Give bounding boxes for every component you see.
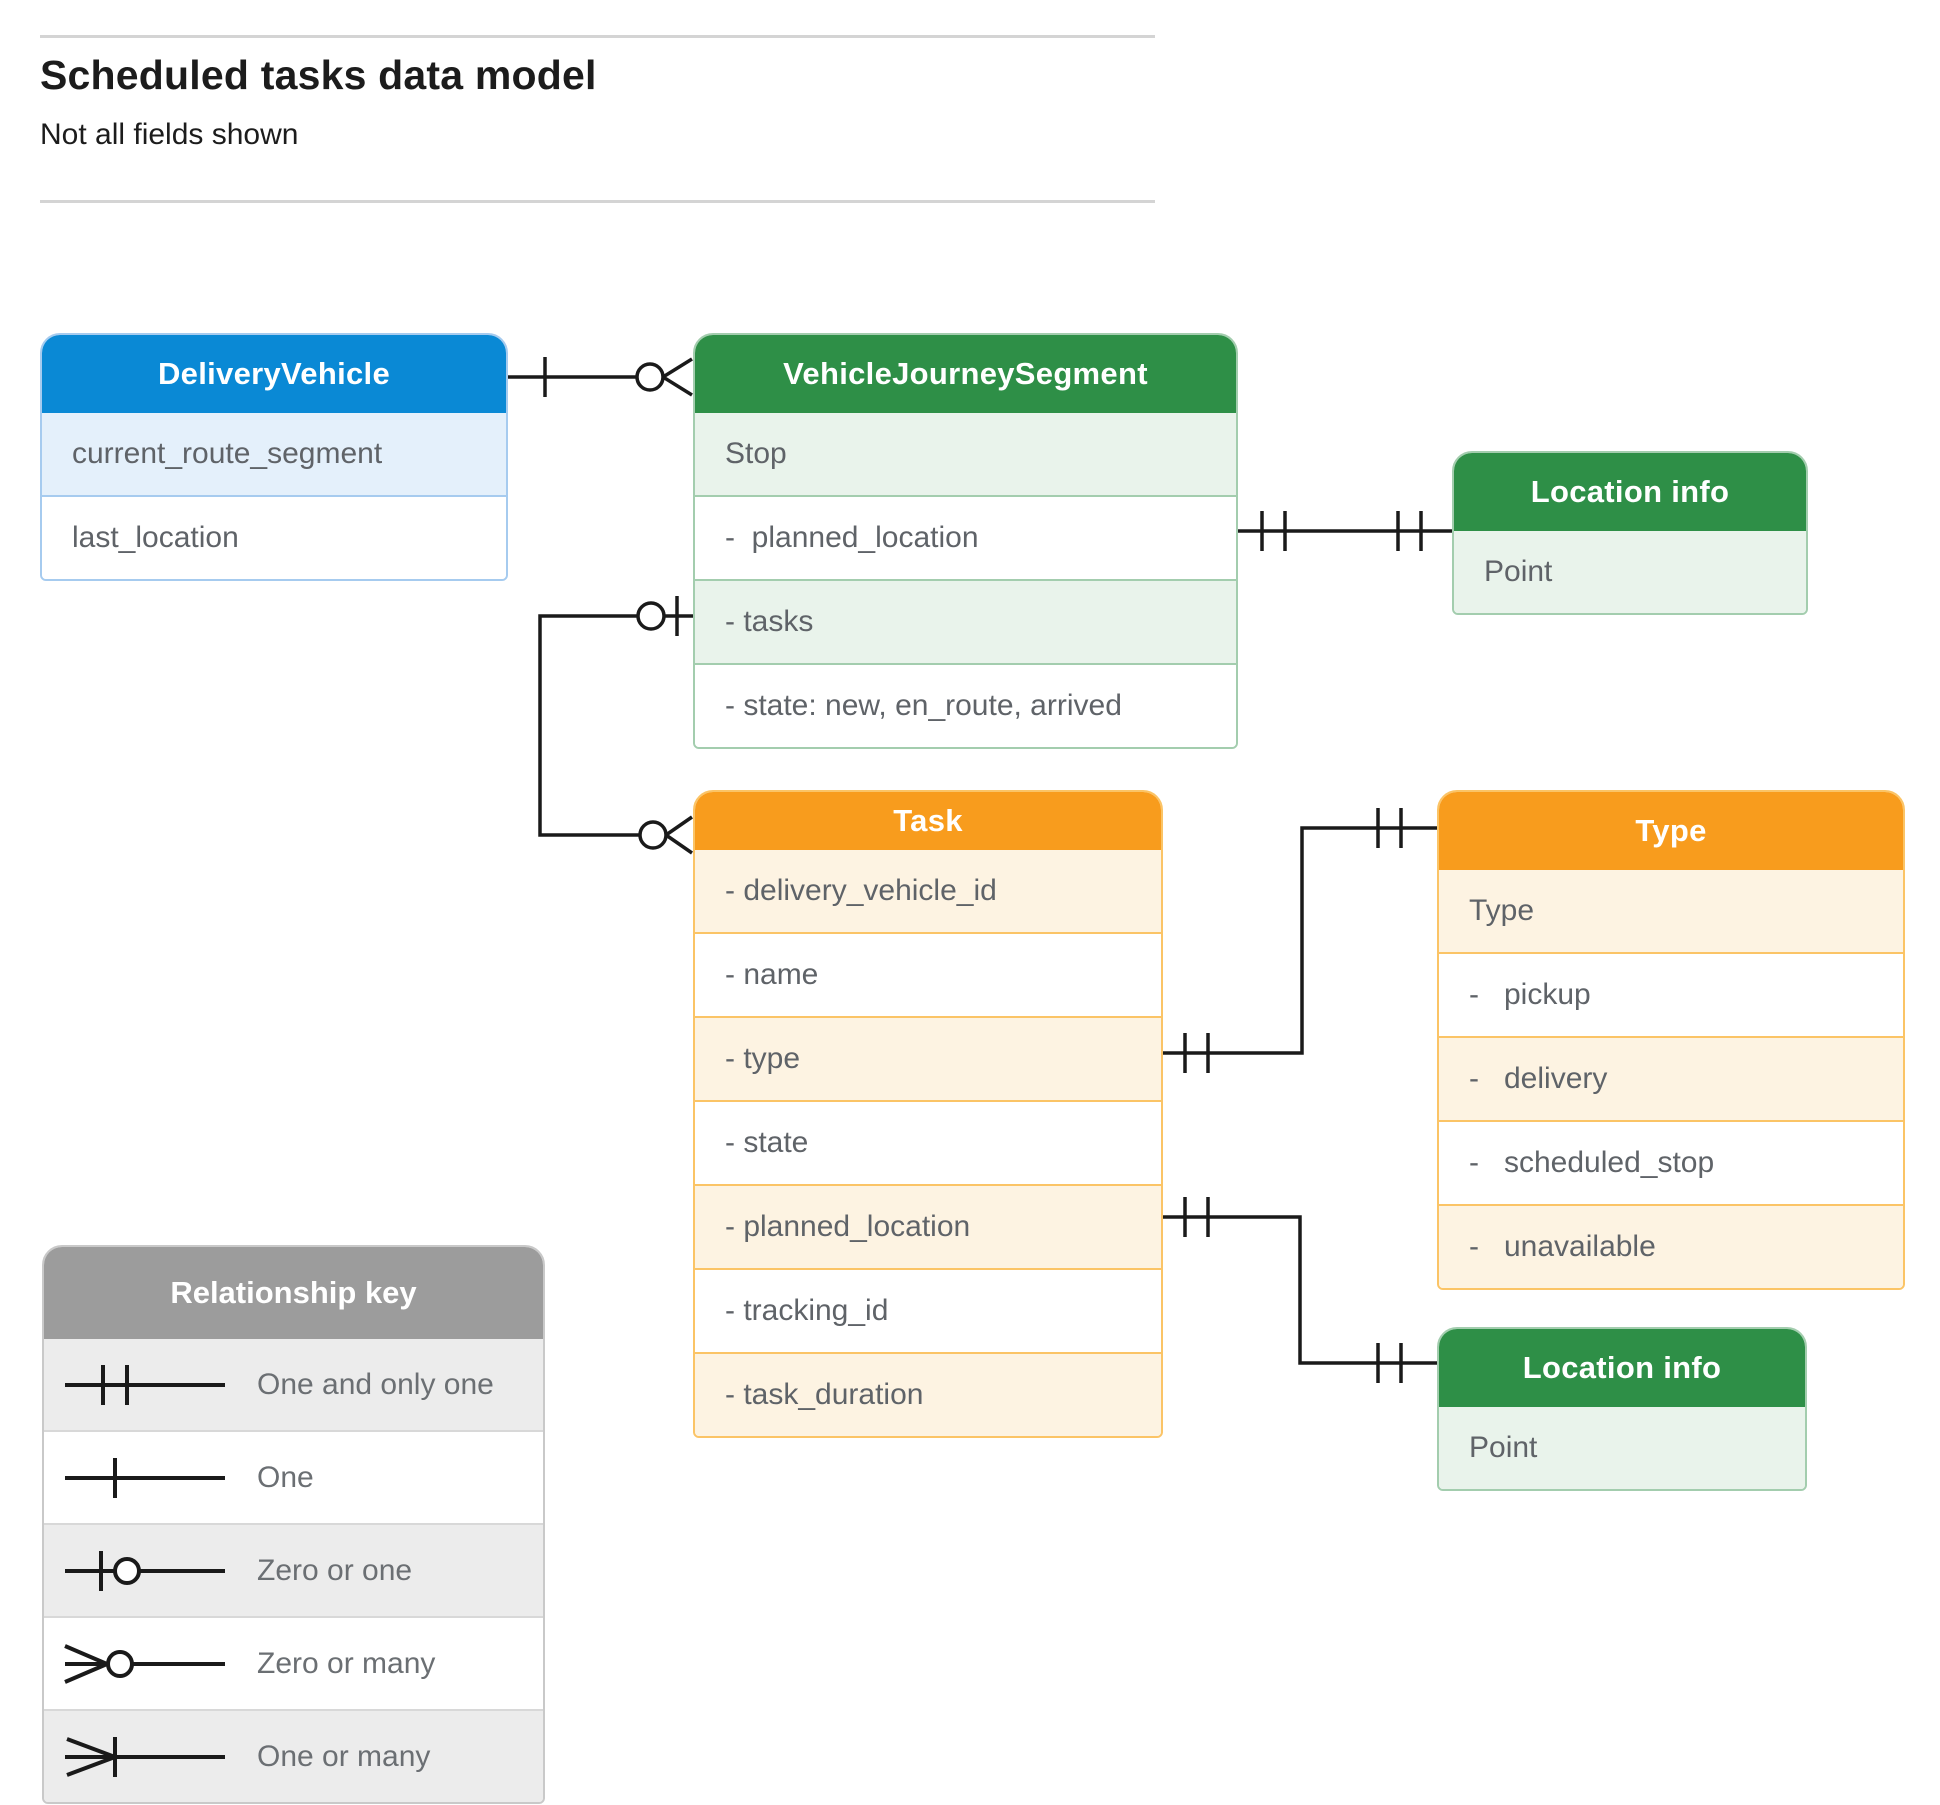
field-pickup: - pickup	[1439, 952, 1903, 1036]
header-divider	[40, 200, 1155, 203]
top-divider	[40, 35, 1155, 38]
legend-label: One	[257, 1460, 314, 1494]
relationship-key-title: Relationship key	[44, 1247, 543, 1339]
field-delivery-vehicle-id: - delivery_vehicle_id	[695, 850, 1161, 932]
field-unavailable: - unavailable	[1439, 1204, 1903, 1288]
connector-task-plannedlocation-to-locationinfo	[1163, 1197, 1437, 1383]
one-or-many-symbol	[65, 1736, 225, 1777]
connector-deliveryvehicle-to-vehiclejourneysegment	[508, 357, 693, 397]
legend-label: One and only one	[257, 1367, 494, 1401]
legend-row-one-and-only-one: One and only one	[44, 1339, 543, 1430]
page-title: Scheduled tasks data model	[40, 52, 597, 98]
relationship-key: Relationship key One and only one One Ze…	[42, 1245, 545, 1804]
entity-location-info-bottom: Location info Point	[1437, 1327, 1807, 1491]
legend-row-one: One	[44, 1430, 543, 1523]
legend-label: Zero or many	[257, 1646, 436, 1680]
entity-location-info-bottom-title: Location info	[1439, 1329, 1805, 1407]
entity-vehicle-journey-segment: VehicleJourneySegment Stop - planned_loc…	[693, 333, 1238, 749]
field-scheduled-stop: - scheduled_stop	[1439, 1120, 1903, 1204]
field-task-duration: - task_duration	[695, 1352, 1161, 1436]
field-delivery: - delivery	[1439, 1036, 1903, 1120]
entity-task-title: Task	[695, 792, 1161, 850]
page-subtitle: Not all fields shown	[40, 118, 299, 151]
entity-delivery-vehicle: DeliveryVehicle current_route_segment la…	[40, 333, 508, 581]
zero-or-one-symbol	[65, 1550, 225, 1591]
field-task-state: - state	[695, 1100, 1161, 1184]
field-name: - name	[695, 932, 1161, 1016]
entity-type: Type Type - pickup - delivery - schedule…	[1437, 790, 1905, 1290]
field-tracking-id: - tracking_id	[695, 1268, 1161, 1352]
field-type: - type	[695, 1016, 1161, 1100]
entity-location-info-top-title: Location info	[1454, 453, 1806, 531]
legend-label: One or many	[257, 1739, 431, 1773]
field-point: Point	[1454, 531, 1806, 613]
zero-or-many-symbol	[64, 1643, 225, 1684]
legend-row-one-or-many: One or many	[44, 1709, 543, 1802]
field-task-planned-location: - planned_location	[695, 1184, 1161, 1268]
entity-location-info-top: Location info Point	[1452, 451, 1808, 615]
field-planned-location: - planned_location	[695, 495, 1236, 579]
field-tasks: - tasks	[695, 579, 1236, 663]
connector-vehiclejourneysegment-tasks-to-task	[538, 596, 693, 855]
connector-task-type-to-type	[1163, 808, 1437, 1073]
field-state: - state: new, en_route, arrived	[695, 663, 1236, 747]
legend-label: Zero or one	[257, 1553, 413, 1587]
connector-vehiclejourneysegment-to-locationinfo	[1238, 511, 1452, 551]
field-last-location: last_location	[42, 495, 506, 579]
field-stop: Stop	[695, 413, 1236, 495]
field-current-route-segment: current_route_segment	[42, 413, 506, 495]
legend-row-zero-or-many: Zero or many	[44, 1616, 543, 1709]
entity-task: Task - delivery_vehicle_id - name - type…	[693, 790, 1163, 1438]
legend-row-zero-or-one: Zero or one	[44, 1523, 543, 1616]
entity-type-title: Type	[1439, 792, 1903, 870]
entity-delivery-vehicle-title: DeliveryVehicle	[42, 335, 506, 413]
entity-vehicle-journey-segment-title: VehicleJourneySegment	[695, 335, 1236, 413]
field-type-label: Type	[1439, 870, 1903, 952]
one-and-only-one-symbol	[65, 1364, 225, 1405]
one-symbol	[65, 1457, 225, 1498]
field-point-bottom: Point	[1439, 1407, 1805, 1489]
